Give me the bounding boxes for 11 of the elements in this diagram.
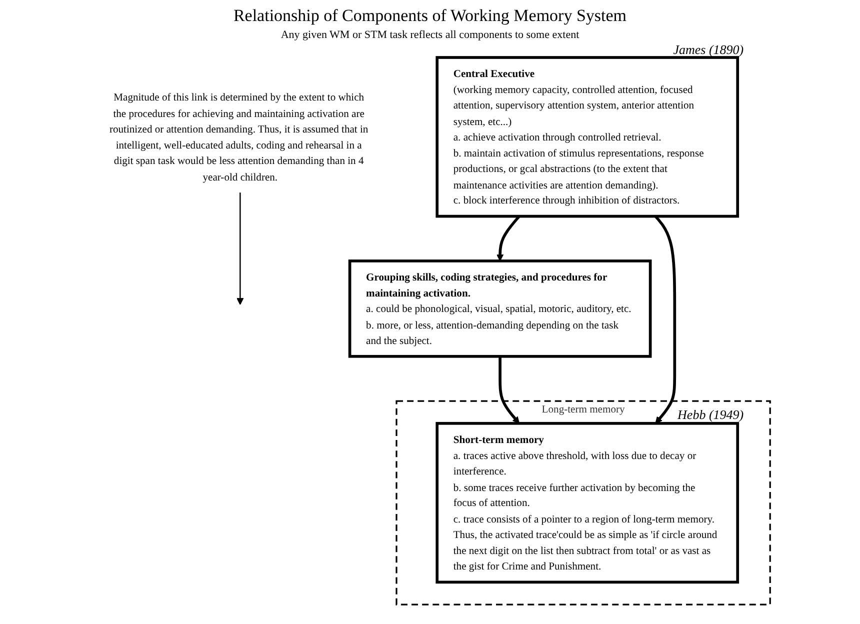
component-box: Short-term memory a. traces active above threshold, with loss due to decay or interference. b. some traces receive further activation by becoming the focus of attention. c. trace consists of a pointer to a region of long-term memory. Thus, the activated trace'could be as simple as 'if circle around the next digit on the list then subtract from total' or as vast as the gist for Crime and Punishment. [436, 422, 740, 584]
diagram-title: Relationship of Components of Working Memory System [232, 6, 628, 26]
component-box: Grouping skills, coding strategies, and procedures for maintaining activation. a. could be phonological, visual, spatial, motoric, auditory, etc. b. more, or less, attention-demanding depending on the task and the subject. [348, 260, 652, 358]
component-box: Central Executive (working memory capacity, controlled attention, focused attention, supervisory attention system, anterior attention system, etc...) a. achieve activation through controlled retrieval. b. maintain activation of stimulus representations, response productions, or gcal abstractions (to the extent that maintenance activities are attention demanding). c. block interference through inhibition of distractors. [436, 56, 740, 218]
arrow [496, 215, 520, 262]
attribution-note: Hebb (1949) [678, 407, 744, 422]
subtitle-note: Any given WM or STM task reflects all components to some extent [280, 29, 580, 41]
attribution-note: James (1890) [673, 42, 744, 56]
leader-arrow [236, 192, 244, 305]
arrow [654, 215, 676, 424]
arrow [498, 356, 520, 424]
